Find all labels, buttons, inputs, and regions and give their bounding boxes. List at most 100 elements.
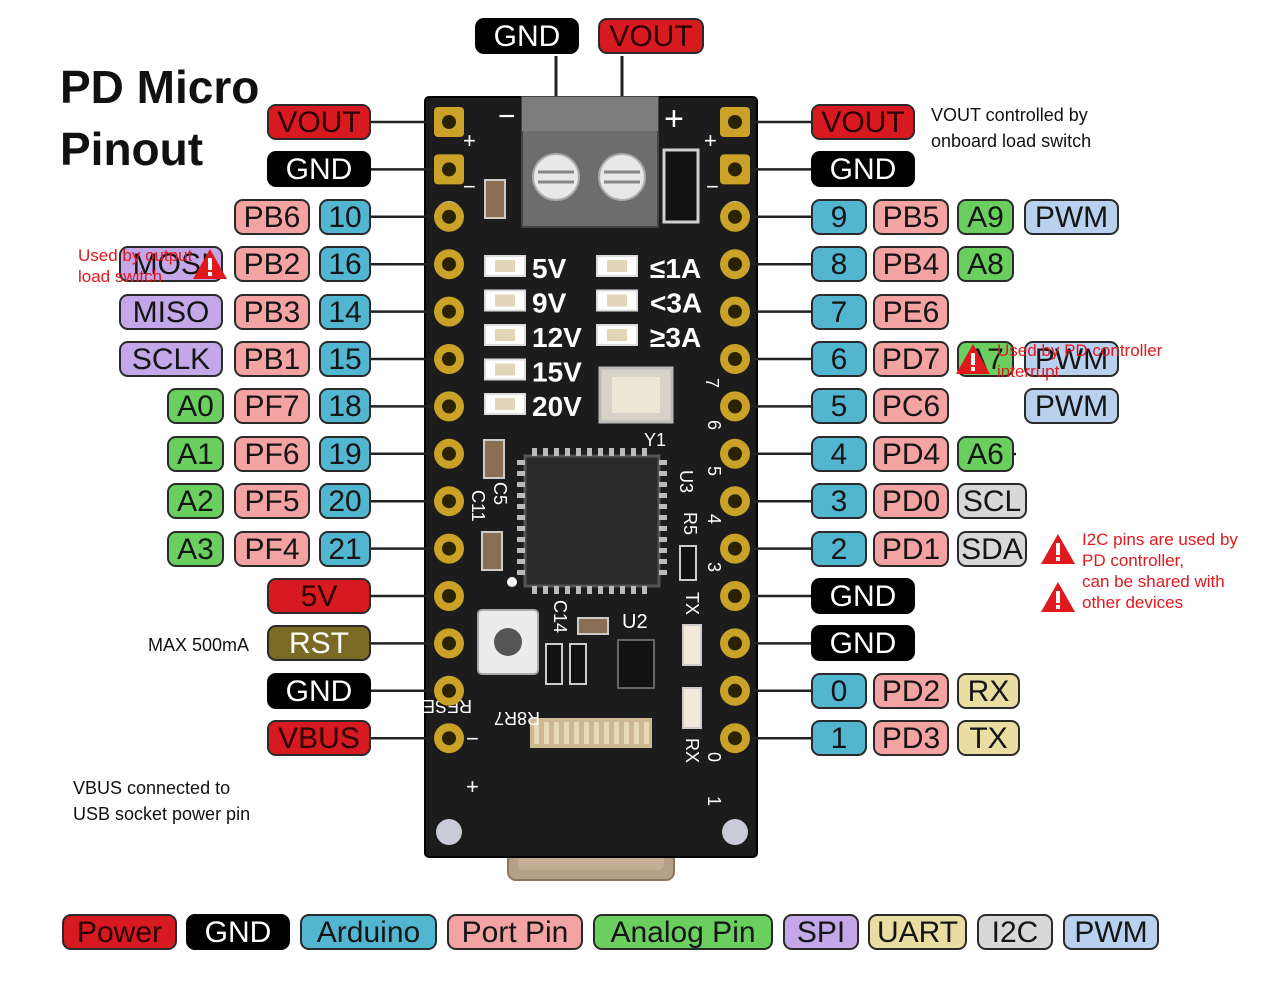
capacitor-c14 [577,617,609,635]
right-arduino-label: 2 [811,530,867,567]
silk-plus: + [463,128,476,153]
mcu-pin [587,448,592,456]
mcu-pin [565,448,570,456]
terminal-minus-label: − [498,100,516,133]
right-port-label: PD1 [873,530,949,567]
mcu-pin [517,559,525,564]
note-line: VOUT controlled by [931,105,1088,125]
note-line: Used by output [78,246,193,265]
title-line-2: Pinout [60,123,204,175]
silk-pin-5: 5 [704,466,724,476]
left-analog-label: A0 [167,388,224,425]
usb-pin [584,722,589,744]
reset-button-cap [494,628,522,656]
silk-pin-0: 0 [704,752,724,762]
legend-gnd: GND [186,914,290,950]
silk-r8r7: R8R7 [494,708,540,728]
left-pin-gnd-label: GND [267,151,371,188]
tx-led [682,624,702,666]
left-pin-5v-label: 5V [267,578,371,614]
right-uart-label: RX [957,672,1020,709]
note-line: can be shared with [1082,572,1225,591]
right-port-label: PD4 [873,435,949,472]
screw-terminal-top [522,97,658,131]
right-arduino-label: 9 [811,198,867,235]
mcu-pin [576,448,581,456]
mcu-pin [554,586,559,594]
mcu-pin [642,586,647,594]
silk-voltage-label: 15V [532,357,582,388]
mcu-pin [587,586,592,594]
right-port-label: PB5 [873,198,949,235]
title-line-1: PD Micro [60,61,260,113]
mcu-pin [598,586,603,594]
note-line: Used by PD controller [997,341,1163,360]
right-pwm-label: PWM [1024,341,1119,377]
right-arduino-label: 3 [811,483,867,520]
header-pad-hole [442,257,456,272]
mcu-pin [609,586,614,594]
mcu-pin [659,515,667,520]
mcu-pin [517,570,525,575]
right-uart-label: TX [957,720,1020,757]
left-spi-label: SCLK [119,341,223,377]
legend-power: Power [62,914,177,950]
header-pad-hole [442,115,456,129]
header-pad-hole [442,541,456,556]
usb-pin [634,722,639,744]
resistor-r8 [545,643,563,685]
header-pad-hole [442,162,456,177]
right-pin-gnd-label: GND [811,625,915,662]
capacitor [484,179,506,219]
silk-pin-1: 1 [704,796,724,806]
right-port-label: PD2 [873,672,949,709]
screw-right [598,153,646,201]
mcu-pin [620,448,625,456]
silk-current-label: ≥3A [650,322,701,353]
mcu-pin [517,493,525,498]
usb-pin [554,722,559,744]
left-analog-label: A3 [167,530,224,567]
terminal-plus-label: + [664,100,684,138]
note-line: load switch [78,267,163,286]
silk-pin-4: 4 [704,514,724,524]
left-port-label: PF6 [234,435,310,472]
right-port-label: PB4 [873,246,949,283]
left-port-label: PF4 [234,530,310,567]
mcu-pin [659,548,667,553]
voltage-led-lens [495,329,515,341]
silk-plus: + [466,774,479,799]
silk-pin-6: 6 [704,420,724,430]
mcu-pin [543,448,548,456]
right-port-label: PD0 [873,483,949,520]
usb-pin [624,722,629,744]
right-analog-label: A8 [957,246,1014,283]
mcu-pin [659,493,667,498]
note-line: onboard load switch [931,131,1092,151]
legend-uart: UART [868,914,967,950]
silk-voltage-label: 12V [532,322,582,353]
header-pad-hole [728,683,742,698]
legend-port: Port Pin [447,914,583,950]
header-pad-hole [728,541,742,556]
mcu-pin [517,504,525,509]
warning-icon [956,344,990,374]
voltage-led-lens [495,294,515,307]
left-port-label: PB6 [234,198,310,235]
right-pin-vout-label: VOUT [811,104,915,140]
resistor-r7 [569,643,587,685]
usb-pin [574,722,579,744]
silk-rx: RX [682,738,702,763]
usb-pin [614,722,619,744]
header-pad-hole [442,589,456,603]
mcu-pin [554,448,559,456]
left-pin-vbus-label: VBUS [267,720,371,757]
left-port-label: PB3 [234,293,310,330]
mcu-pin [517,482,525,487]
mounting-hole [722,819,748,845]
left-pin-gnd-label: GND [267,672,371,709]
header-pad-hole [728,257,742,272]
left-spi-label: MISO [119,293,223,330]
header-pad-hole [728,304,742,319]
voltage-led-lens [495,398,515,410]
